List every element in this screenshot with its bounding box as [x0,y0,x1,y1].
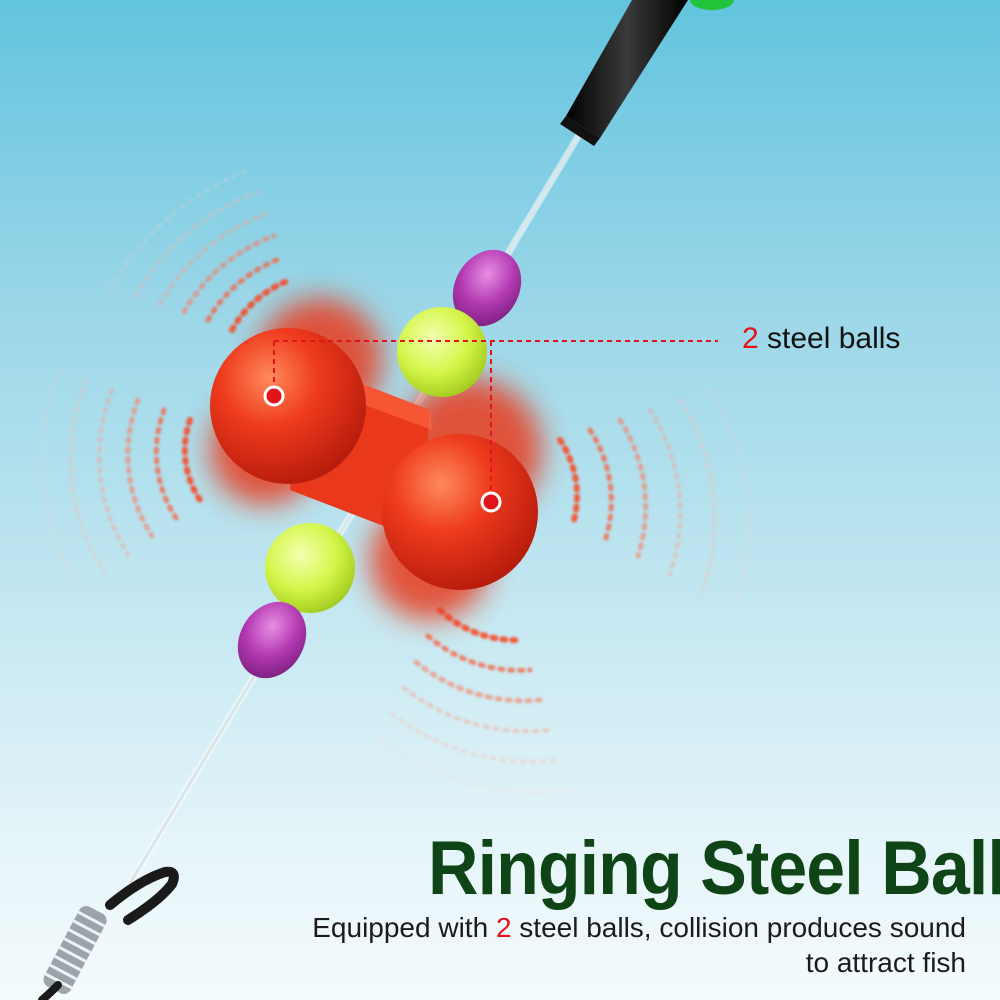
callout-dot-left [263,385,285,407]
description-prefix: Equipped with [312,912,489,943]
purple-bead-bottom [237,601,307,679]
callout-number: 2 [742,322,759,355]
description-line2: to attract fish [805,947,966,978]
purple-bead-top [452,249,522,327]
headline-title: Ringing Steel Ball [428,826,1000,911]
callout-text: steel balls [767,322,901,355]
steel-ball-right [382,434,538,590]
steel-ball-left [210,328,366,484]
description-suffix: steel balls, collision produces sound [519,912,966,943]
callout-dot-right [480,491,502,513]
green-bead-bottom [265,523,355,613]
description-text: Equipped with 2 steel balls, collision p… [180,910,966,982]
callout-label: 2 steel balls [742,318,992,360]
green-bead-top [397,307,487,397]
swivel [38,866,179,1000]
black-tube [560,0,734,146]
description-number: 2 [495,912,512,943]
